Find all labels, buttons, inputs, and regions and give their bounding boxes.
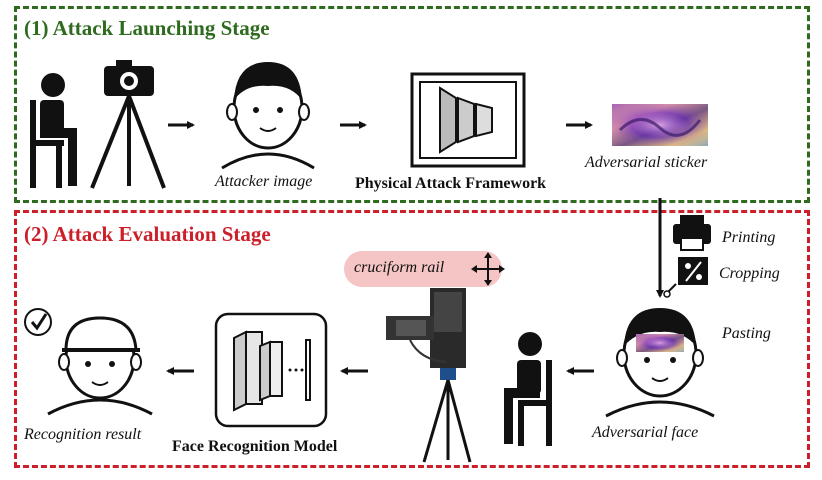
- stage2-title: (2) Attack Evaluation Stage: [24, 222, 271, 246]
- cruciform-rail-caption: cruciform rail: [354, 259, 445, 276]
- recognition-result-face-icon: [47, 316, 153, 416]
- camera-tripod-icon: [90, 60, 166, 189]
- cropping-caption: Cropping: [719, 265, 780, 282]
- stage1-title: (1) Attack Launching Stage: [24, 16, 270, 40]
- camera-rail-rig-image: [386, 288, 472, 463]
- adversarial-face-icon: [605, 308, 715, 418]
- attacker-image-caption: Attacker image: [215, 173, 313, 190]
- attack-evaluation-stage-frame: [14, 210, 810, 468]
- printer-icon: [673, 215, 711, 251]
- face-recognition-model-icon: [214, 312, 328, 428]
- seated-person-eval-icon: [504, 332, 552, 446]
- adversarial-sticker-image: [612, 104, 708, 146]
- recognition-result-caption: Recognition result: [24, 426, 142, 443]
- frm-caption: Face Recognition Model: [172, 438, 338, 455]
- framework-caption: Physical Attack Framework: [355, 175, 547, 192]
- attacker-face-icon: [221, 62, 315, 170]
- attack-framework-icon: [410, 72, 526, 168]
- adversarial-face-caption: Adversarial face: [592, 424, 699, 441]
- adversarial-sticker-caption: Adversarial sticker: [585, 154, 708, 171]
- four-way-arrow-icon: [471, 252, 505, 286]
- printing-caption: Printing: [722, 229, 776, 246]
- check-circle-icon: [24, 308, 52, 336]
- seated-person-icon: [30, 73, 77, 188]
- pasting-caption: Pasting: [722, 325, 771, 342]
- attack-launching-stage-frame: [14, 6, 810, 203]
- cropping-icon: [663, 257, 708, 298]
